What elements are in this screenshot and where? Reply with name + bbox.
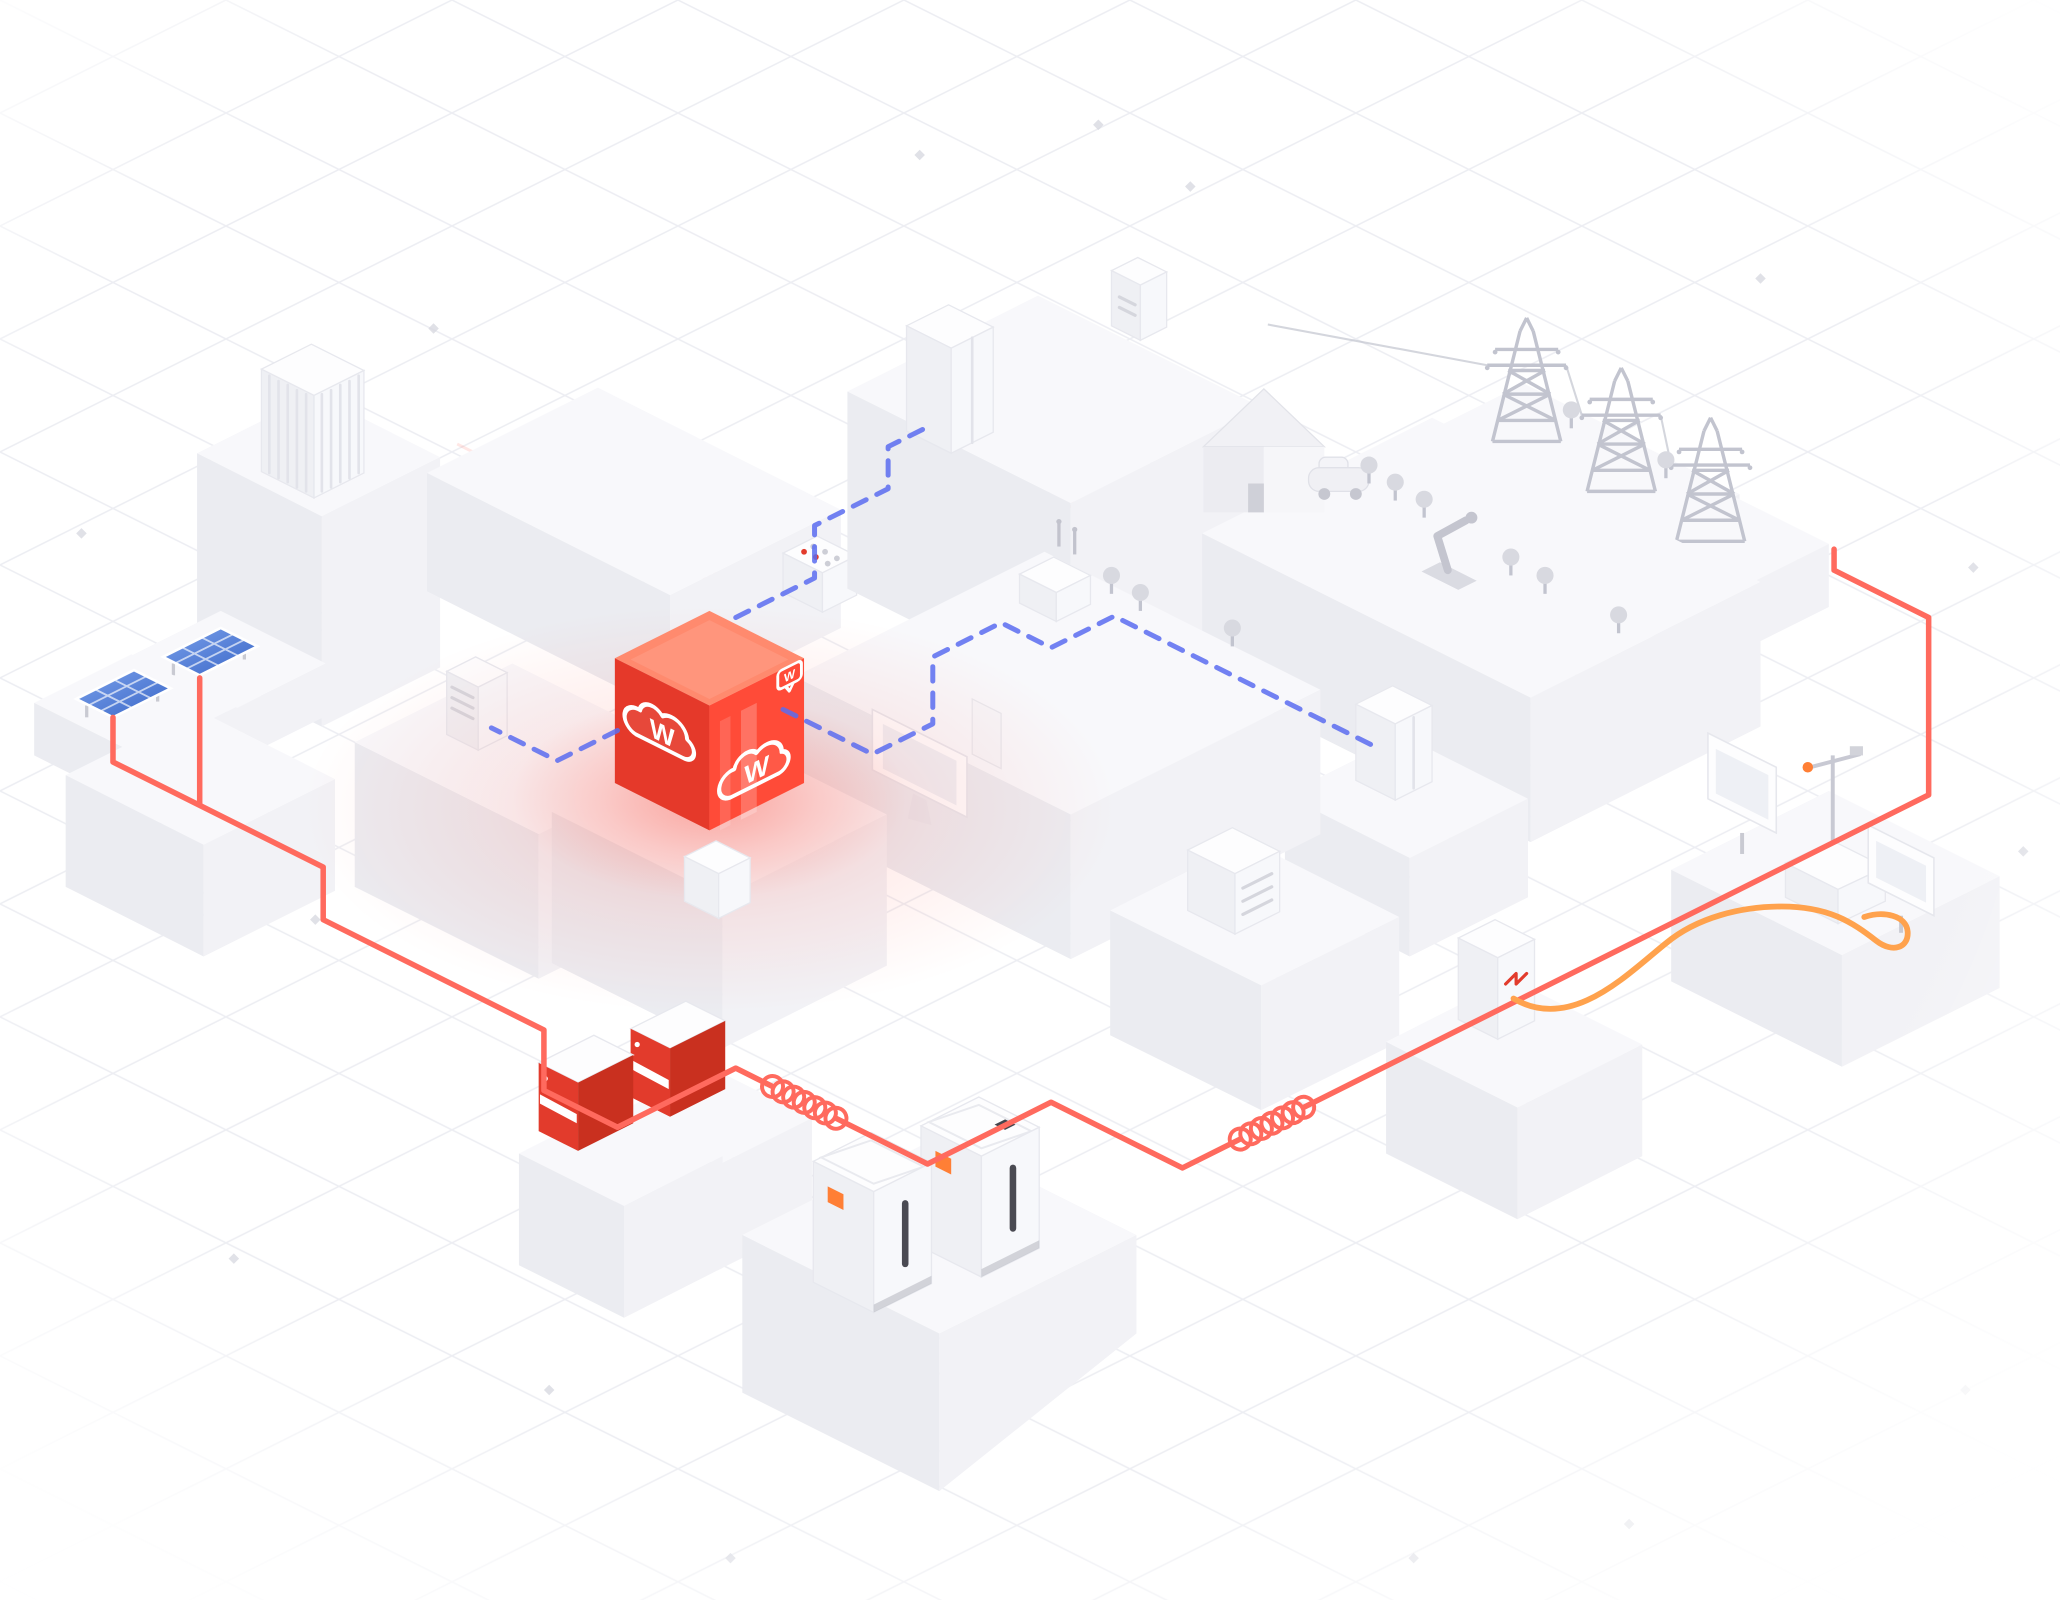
energy-ecosystem-illustration: W W W: [0, 0, 2060, 1600]
edge-fade: [0, 0, 2060, 1600]
